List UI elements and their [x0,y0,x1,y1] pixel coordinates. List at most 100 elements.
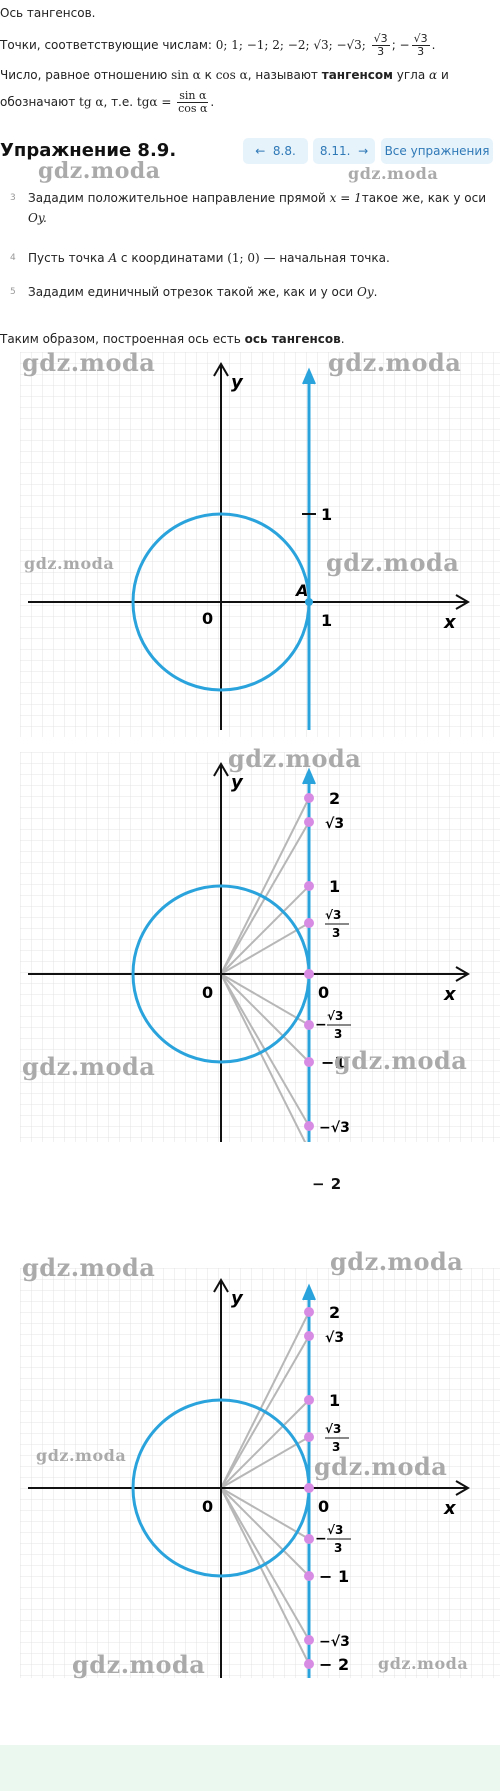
point-neg-sqrt3 [304,1635,314,1645]
neg-frac-minus: − [315,1531,327,1547]
frac-num-label: √3 [325,908,341,922]
all-exercises-button[interactable]: Все упражнения [381,138,493,164]
point-neg-sqrt3-over-3 [304,1020,314,1030]
point-one [304,1395,314,1405]
point-zero [304,969,314,979]
point-neg-sqrt3-over-3 [304,1534,314,1544]
point-neg-sqrt3 [304,1121,314,1131]
tangent-axis-arrow-icon [302,767,316,785]
ray [220,1487,310,1577]
watermark: gdz.moda [36,1446,127,1465]
point-two [304,793,314,803]
neg-sqrt3-label: −√3 [319,1634,350,1650]
exercise-header: Упражнение 8.9. ← 8.8. 8.11. → Все упраж… [0,138,500,168]
watermark: gdz.moda [326,548,460,577]
point-neg-one [304,1057,314,1067]
ray [220,922,310,975]
figure-1-svg: y x 0 1 1 A [20,352,500,737]
neg-sqrt3-label: −√3 [319,1120,350,1136]
tangent-axis-arrow-icon [302,1283,316,1301]
ray [220,973,310,1151]
watermark: gdz.moda [22,1052,156,1081]
ray [220,797,310,975]
point-sqrt3-over-3 [304,918,314,928]
origin-label: 0 [202,1497,213,1516]
point-two [304,1307,314,1317]
exercise-title: Упражнение 8.9. [0,140,177,161]
watermark: gdz.moda [24,554,115,573]
ray [220,973,310,1063]
watermark: gdz.moda [72,1650,206,1679]
neg-two-label: − 2 [312,1175,342,1193]
watermark: gdz.moda [314,1452,448,1481]
arrow-left-icon: ← [255,144,266,158]
zero-label: 0 [318,983,329,1002]
figure-tangent-points-2: y x 0 0 2 √3 1 √3 3 − √3 3 − 1 −√3 − 2 [20,1268,500,1678]
tangent-points [304,793,314,1131]
conclusion: Таким образом, построенная ось есть ось … [0,332,345,346]
ray [220,885,310,975]
y-label: y [231,1288,244,1309]
figure-3-svg: y x 0 0 2 √3 1 √3 3 − √3 3 − 1 −√3 − 2 [20,1268,500,1678]
one-label: 1 [329,1391,340,1410]
watermark: gdz.moda [348,164,439,183]
frac-num-label: √3 [325,1422,341,1436]
frac-den-label: 3 [332,926,340,940]
ray [220,1311,310,1489]
y-axis-arrow-icon [213,1278,229,1293]
x-one-label: 1 [321,611,332,630]
ray [220,1436,310,1489]
two-label: 2 [329,1303,340,1322]
watermark: gdz.moda [328,348,462,377]
point-sqrt3 [304,817,314,827]
y-label: y [231,372,244,393]
origin-label: 0 [202,983,213,1002]
y-axis-arrow-icon [213,762,229,777]
watermark: gdz.moda [228,744,362,773]
y-axis-arrow-icon [213,362,229,377]
neg-frac-den: 3 [334,1027,342,1041]
y-label: y [231,772,244,793]
ray [220,973,310,1026]
point-one [304,881,314,891]
x-axis-arrow-icon [455,594,470,610]
neg-frac-num: √3 [327,1009,343,1023]
sqrt3-label: √3 [325,816,344,832]
frac-den-label: 3 [332,1440,340,1454]
arrow-right-icon: → [358,144,369,158]
next-exercise-button[interactable]: 8.11. → [313,138,375,164]
two-label: 2 [329,789,340,808]
ray [220,1487,310,1540]
x-label: x [443,612,457,633]
x-axis-arrow-icon [455,966,470,982]
point-a-label: A [294,581,308,600]
neg-frac-minus: − [315,1017,327,1033]
neg-one-label: −1 [321,1053,346,1072]
watermark: gdz.moda [22,348,156,377]
neg-frac-den: 3 [334,1541,342,1555]
footer-band [0,1745,500,1791]
watermark: gdz.moda [334,1046,468,1075]
intro-line-1: Ось тангенсов. [0,6,96,20]
watermark: gdz.moda [22,1253,156,1282]
watermark: gdz.moda [38,158,161,184]
tick-one-label: 1 [321,505,332,524]
intro-line-3: Число, равное отношению sin α к cos α, н… [0,68,449,82]
intro-line-2: Точки, соответствующие числам: 0; 1; −1;… [0,32,436,58]
point-neg-one [304,1571,314,1581]
point-neg-two [304,1659,314,1669]
x-label: x [443,1498,457,1519]
one-label: 1 [329,877,340,896]
watermark: gdz.moda [330,1247,464,1276]
ray [220,1487,310,1665]
point-sqrt3-over-3 [304,1432,314,1442]
x-axis-arrow-icon [455,1480,470,1496]
point-a [305,598,313,606]
prev-exercise-button[interactable]: ← 8.8. [243,138,308,164]
neg-one-label: − 1 [319,1567,349,1586]
watermark: gdz.moda [378,1654,469,1673]
